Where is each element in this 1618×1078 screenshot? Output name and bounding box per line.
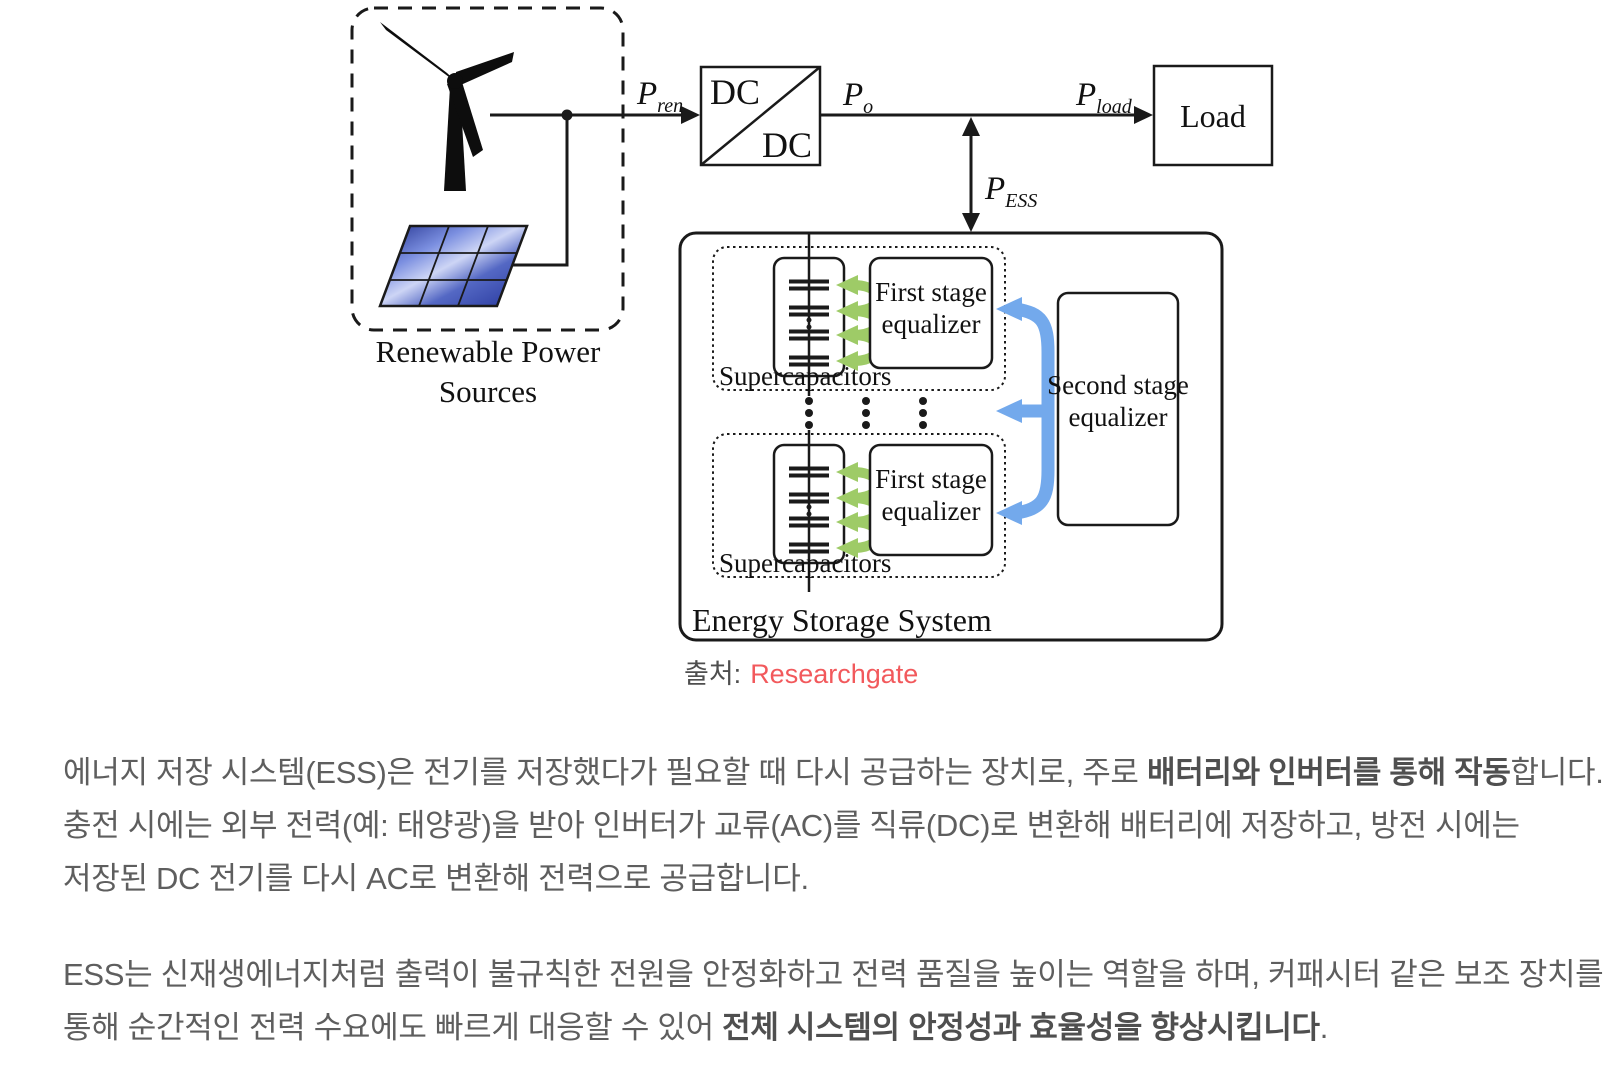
second-stage-equalizer-box: Second stage equalizer [1047, 291, 1189, 527]
second-stage-label-2: equalizer [1069, 402, 1168, 432]
text-line: 충전 시에는 외부 전력(예: 태양광)을 받아 인버터가 교류(AC)를 직류… [63, 799, 1553, 852]
body-paragraph: 에너지 저장 시스템(ESS)은 전기를 저장했다가 필요할 때 다시 공급하는… [63, 746, 1604, 905]
text-segment: 충전 시에는 외부 전력(예: 태양광)을 받아 인버터가 교류(AC)를 직류… [63, 808, 1520, 843]
text-line: 통해 순간적인 전력 수요에도 빠르게 대응할 수 있어 전체 시스템의 안정성… [63, 1001, 1553, 1054]
first-stage-label-2b: equalizer [882, 496, 981, 526]
text-segment: 배터리와 인버터를 통해 작동 [1146, 755, 1511, 790]
pren-label: Pren [636, 76, 683, 117]
wind-turbine-icon [380, 22, 514, 191]
supercapacitor-module-1: First stage equalizer Supercapacitors [712, 246, 1006, 391]
first-stage-equalizer-box-1 [868, 256, 994, 370]
text-line: ESS는 신재생에너지처럼 출력이 불규칙한 전원을 안정화하고 전력 품질을 … [63, 948, 1604, 1001]
text-line: 저장된 DC 전기를 다시 AC로 변환해 전력으로 공급합니다. [63, 852, 1553, 905]
text-segment: ESS는 신재생에너지처럼 출력이 불규칙한 전원을 안정화하고 전력 품질을 … [63, 957, 1604, 992]
text-segment: 합니다. [1510, 755, 1604, 790]
ess-title: Energy Storage System [692, 602, 992, 638]
supercapacitor-module-2: First stage equalizer Supercapacitors [712, 433, 1006, 578]
renewable-label-line1: Renewable Power [376, 334, 601, 369]
supercapacitors-label-2: Supercapacitors [719, 548, 891, 578]
first-stage-label-2a: First stage [875, 464, 987, 494]
ess-figure: Renewable Power Sources Pren Po Pload PE… [350, 6, 1274, 642]
second-stage-arrows [996, 297, 1055, 525]
text-segment: 저장된 DC 전기를 다시 AC로 변환해 전력으로 공급합니다. [63, 861, 809, 896]
text-segment: 통해 순간적인 전력 수요에도 빠르게 대응할 수 있어 [63, 1010, 723, 1045]
figure-caption: 출처: Researchgate [684, 652, 918, 691]
first-stage-label-1a: First stage [875, 277, 987, 307]
capacitor-plates [789, 279, 829, 367]
second-stage-label-1: Second stage [1047, 370, 1189, 400]
connection-lines [490, 113, 1136, 267]
caption-source-link[interactable]: Researchgate [750, 659, 919, 689]
text-segment: 에너지 저장 시스템(ESS)은 전기를 저장했다가 필요할 때 다시 공급하는… [63, 755, 1147, 790]
first-stage-arrowheads-1 [836, 275, 858, 371]
supercapacitor-stack [772, 443, 846, 565]
module-ellipsis-dots [805, 397, 927, 429]
text-line: 에너지 저장 시스템(ESS)은 전기를 저장했다가 필요할 때 다시 공급하는… [63, 746, 1604, 799]
dc-dc-converter-box: DC DC [699, 65, 822, 167]
renewable-label-line2: Sources [439, 374, 537, 409]
text-segment: 전체 시스템의 안정성과 효율성을 향상시킵니다 [722, 1010, 1320, 1045]
solar-panel-icon [378, 224, 529, 308]
body-paragraph: ESS는 신재생에너지처럼 출력이 불규칙한 전원을 안정화하고 전력 품질을 … [63, 948, 1604, 1054]
dc-top-label: DC [710, 72, 760, 112]
load-label: Load [1180, 98, 1246, 134]
ess-box [678, 231, 1224, 642]
connection-arrowheads [561, 106, 1153, 232]
dc-bottom-label: DC [762, 125, 812, 165]
junction-dot [561, 109, 573, 121]
body-text: 에너지 저장 시스템(ESS)은 전기를 저장했다가 필요할 때 다시 공급하는… [63, 746, 1604, 1054]
capacitor-plates [789, 466, 829, 554]
caption-prefix: 출처: [684, 659, 742, 689]
supercapacitor-stack [772, 256, 846, 378]
supercapacitors-label-1: Supercapacitors [719, 361, 891, 391]
first-stage-equalizer-box-2 [868, 443, 994, 557]
pess-label: PESS [984, 171, 1037, 212]
pload-label: Pload [1075, 77, 1133, 118]
first-stage-label-1b: equalizer [882, 309, 981, 339]
po-label: Po [842, 77, 873, 118]
first-stage-arrowheads-2 [836, 462, 858, 558]
load-box: Load [1152, 64, 1274, 167]
text-segment: . [1319, 1010, 1329, 1045]
